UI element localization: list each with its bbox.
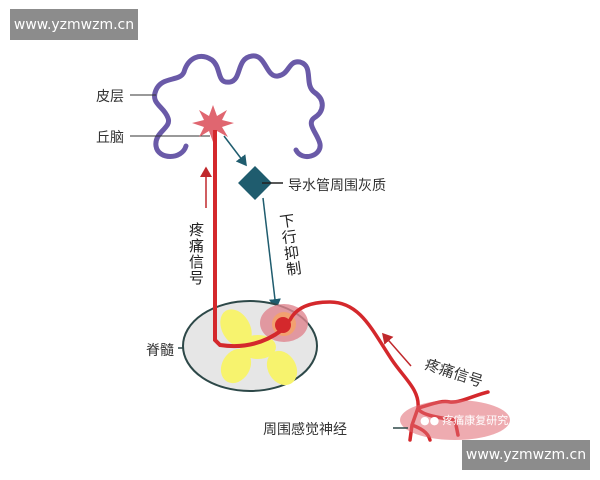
pain-source-area	[400, 400, 510, 440]
synapse-dot	[275, 317, 291, 333]
label-peripheral-nerve: 周围感觉神经	[263, 422, 347, 438]
label-ascending-pain-signal: 疼痛信号	[187, 222, 205, 286]
account-name: 疼痛康复研究	[442, 414, 509, 427]
cortex-outline	[152, 53, 325, 160]
thalamus-star	[192, 105, 234, 142]
watermark-top-left: www.yzmwzm.cn	[10, 9, 138, 40]
label-cortex: 皮层	[96, 89, 124, 105]
label-spinal-cord: 脊髓	[146, 343, 174, 359]
watermark-bottom-right: www.yzmwzm.cn	[462, 440, 590, 470]
peripheral-arrow	[382, 332, 412, 367]
grey-matter	[220, 309, 298, 386]
wechat-icon: ●●	[420, 413, 440, 427]
label-pag: 导水管周围灰质	[288, 178, 386, 194]
label-thalamus: 丘脑	[96, 130, 124, 146]
ascending-pain-tract	[213, 130, 284, 349]
descending-inhibition-arrow	[262, 197, 281, 310]
thalamus-to-pag-arrow	[223, 135, 247, 167]
account-watermark: ●● 疼痛康复研究	[420, 412, 508, 428]
pag-diamond	[238, 166, 272, 200]
